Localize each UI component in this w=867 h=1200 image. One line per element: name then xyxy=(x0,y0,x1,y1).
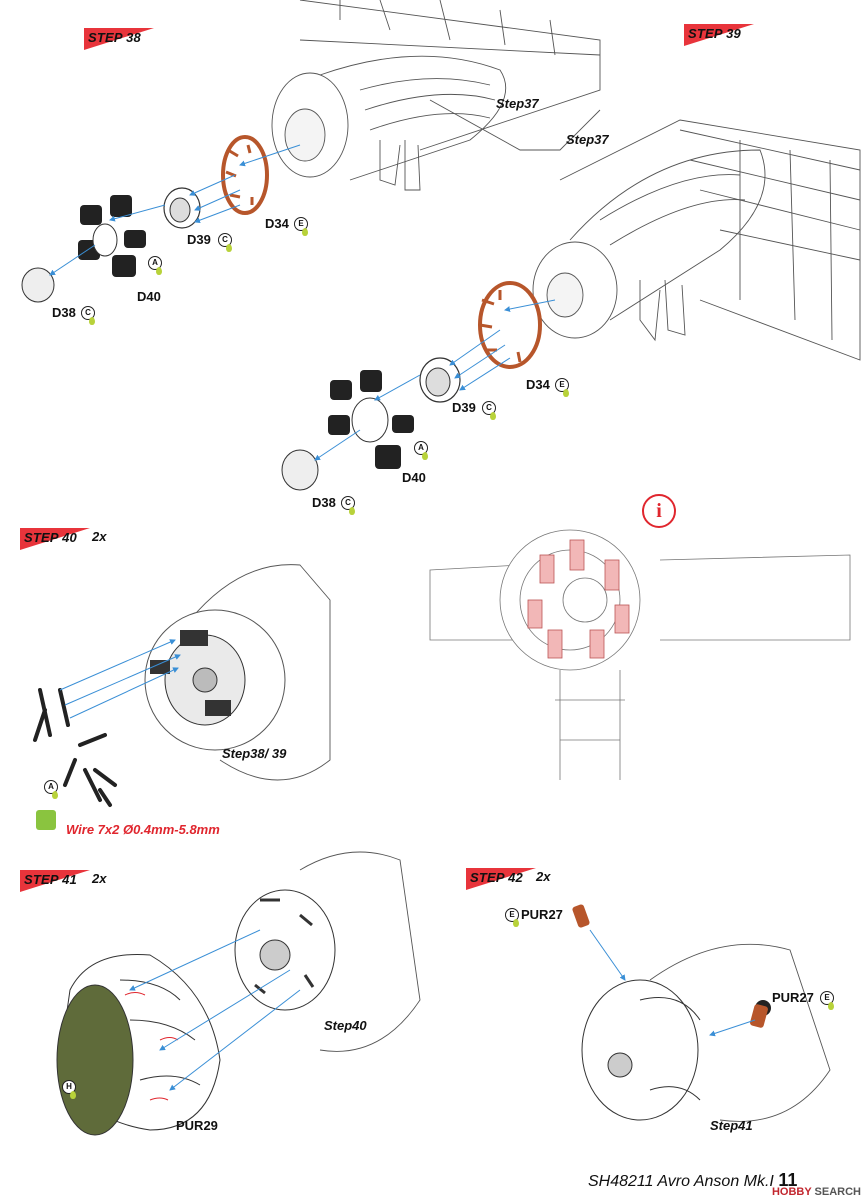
part-label-d39: D39 xyxy=(452,400,476,415)
step38-nacelle-drawing xyxy=(271,0,601,191)
step-42-multiplier: 2x xyxy=(536,869,551,884)
reference-step37-b: Step37 xyxy=(566,132,609,147)
part-label-pur27: PUR27 xyxy=(521,907,563,922)
color-code-a-icon: A xyxy=(44,780,58,794)
wire-note: Wire 7x2 Ø0.4mm-5.8mm xyxy=(66,822,220,837)
part-label-pur29: PUR29 xyxy=(176,1118,218,1133)
watermark-brand: HOBBY xyxy=(771,1186,812,1198)
color-code-c-icon: C xyxy=(81,306,95,320)
step-badge-triangle xyxy=(684,24,754,46)
step-badge-triangle xyxy=(20,870,90,892)
watermark: HOBBY SEARCH xyxy=(772,1186,861,1198)
step-badge-triangle xyxy=(20,528,90,550)
step38-parts xyxy=(21,135,301,303)
part-label-pur27: PUR27 xyxy=(772,990,814,1005)
paint-drop-icon xyxy=(513,919,519,927)
color-code-c-icon: C xyxy=(341,496,355,510)
kit-title: SH48211 Avro Anson Mk.I xyxy=(588,1173,774,1190)
color-code-e-icon: E xyxy=(820,991,834,1005)
step-40-multiplier: 2x xyxy=(92,529,107,544)
paint-drop-icon xyxy=(70,1091,76,1099)
part-label-d40: D40 xyxy=(402,470,426,485)
paint-drop-icon xyxy=(422,452,428,460)
color-code-c-icon: C xyxy=(482,401,496,415)
step-39-label: STEP 39 xyxy=(688,26,741,41)
step41-drawing xyxy=(56,851,421,1136)
paint-drop-icon xyxy=(490,412,496,420)
info-front-view xyxy=(429,529,851,780)
hand-craft-icon xyxy=(36,810,56,830)
paint-drop-icon xyxy=(563,389,569,397)
paint-drop-icon xyxy=(302,228,308,236)
step42-drawing xyxy=(572,904,831,1122)
paint-drop-icon xyxy=(226,244,232,252)
part-label-d38: D38 xyxy=(312,495,336,510)
color-code-a-icon: A xyxy=(148,256,162,270)
paint-drop-icon xyxy=(349,507,355,515)
color-code-h-icon: H xyxy=(62,1080,76,1094)
paint-drop-icon xyxy=(828,1002,834,1010)
paint-drop-icon xyxy=(89,317,95,325)
color-code-e-icon: E xyxy=(294,217,308,231)
step40-drawing xyxy=(33,564,331,807)
info-icon: i xyxy=(642,494,676,528)
page-number: 11 xyxy=(778,1170,798,1190)
step39-nacelle-drawing xyxy=(532,119,861,361)
step-41-label: STEP 41 xyxy=(24,872,77,887)
paint-drop-icon xyxy=(52,791,58,799)
step-38-label: STEP 38 xyxy=(88,30,141,45)
reference-step38-39: Step38/ 39 xyxy=(222,746,287,761)
reference-step37-a: Step37 xyxy=(496,96,539,111)
part-label-d39: D39 xyxy=(187,232,211,247)
part-label-d34: D34 xyxy=(526,377,550,392)
color-code-c-icon: C xyxy=(218,233,232,247)
step-badge-triangle xyxy=(466,868,536,890)
step-41-multiplier: 2x xyxy=(92,871,107,886)
reference-step40: Step40 xyxy=(324,1018,367,1033)
step-42-label: STEP 42 xyxy=(470,870,523,885)
step39-parts xyxy=(281,281,556,491)
part-label-d34: D34 xyxy=(265,216,289,231)
step-40-label: STEP 40 xyxy=(24,530,77,545)
color-code-e-icon: E xyxy=(505,908,519,922)
page-footer: SH48211 Avro Anson Mk.I 11 xyxy=(588,1170,797,1191)
watermark-suffix: SEARCH xyxy=(814,1186,861,1198)
color-code-a-icon: A xyxy=(414,441,428,455)
step-badge-triangle xyxy=(84,28,154,50)
part-label-d38: D38 xyxy=(52,305,76,320)
paint-drop-icon xyxy=(156,267,162,275)
color-code-e-icon: E xyxy=(555,378,569,392)
part-label-d40: D40 xyxy=(137,289,161,304)
reference-step41: Step41 xyxy=(710,1118,753,1133)
